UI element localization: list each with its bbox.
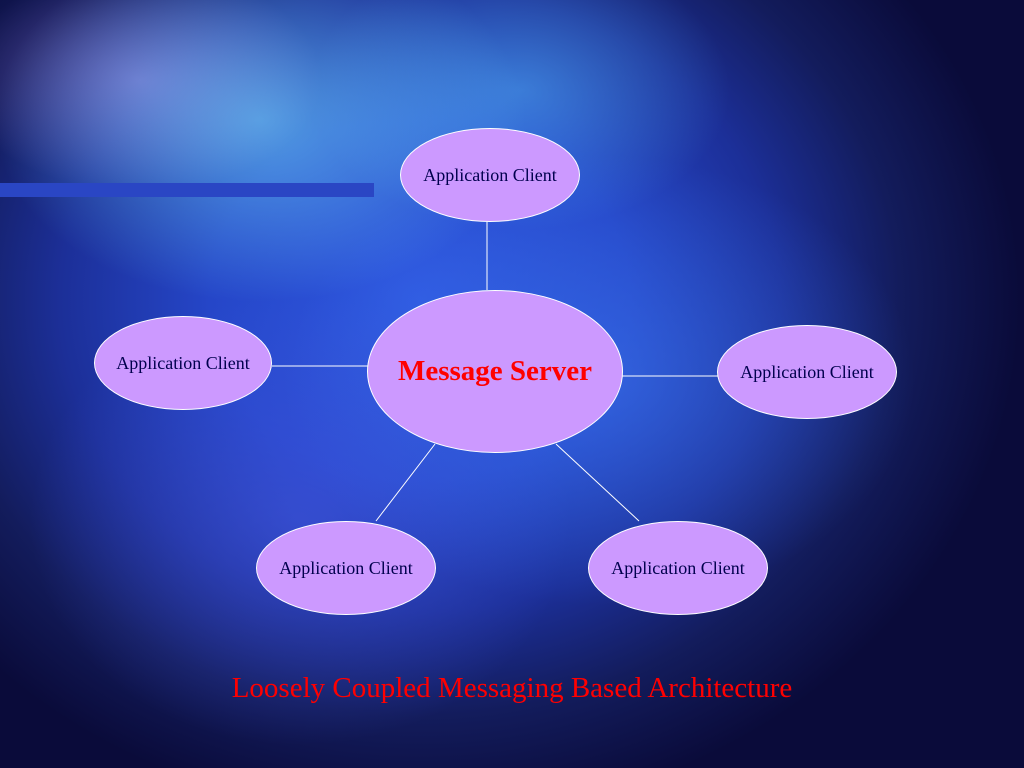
client-label: Application Client (611, 557, 745, 578)
decorative-bar (0, 183, 374, 197)
client-node-top: Application Client (400, 128, 580, 222)
client-node-bottom-right: Application Client (588, 521, 768, 615)
client-node-right: Application Client (717, 325, 897, 419)
client-node-bottom-left: Application Client (256, 521, 436, 615)
message-server-node: Message Server (367, 290, 623, 453)
client-label: Application Client (116, 352, 250, 373)
connector-bottom-right (555, 443, 640, 522)
connector-bottom-left (375, 443, 436, 522)
diagram-caption: Loosely Coupled Messaging Based Architec… (231, 672, 793, 704)
message-server-label: Message Server (397, 355, 593, 387)
client-node-left: Application Client (94, 316, 272, 410)
client-label: Application Client (423, 164, 557, 185)
client-label: Application Client (279, 557, 413, 578)
client-label: Application Client (740, 361, 874, 382)
